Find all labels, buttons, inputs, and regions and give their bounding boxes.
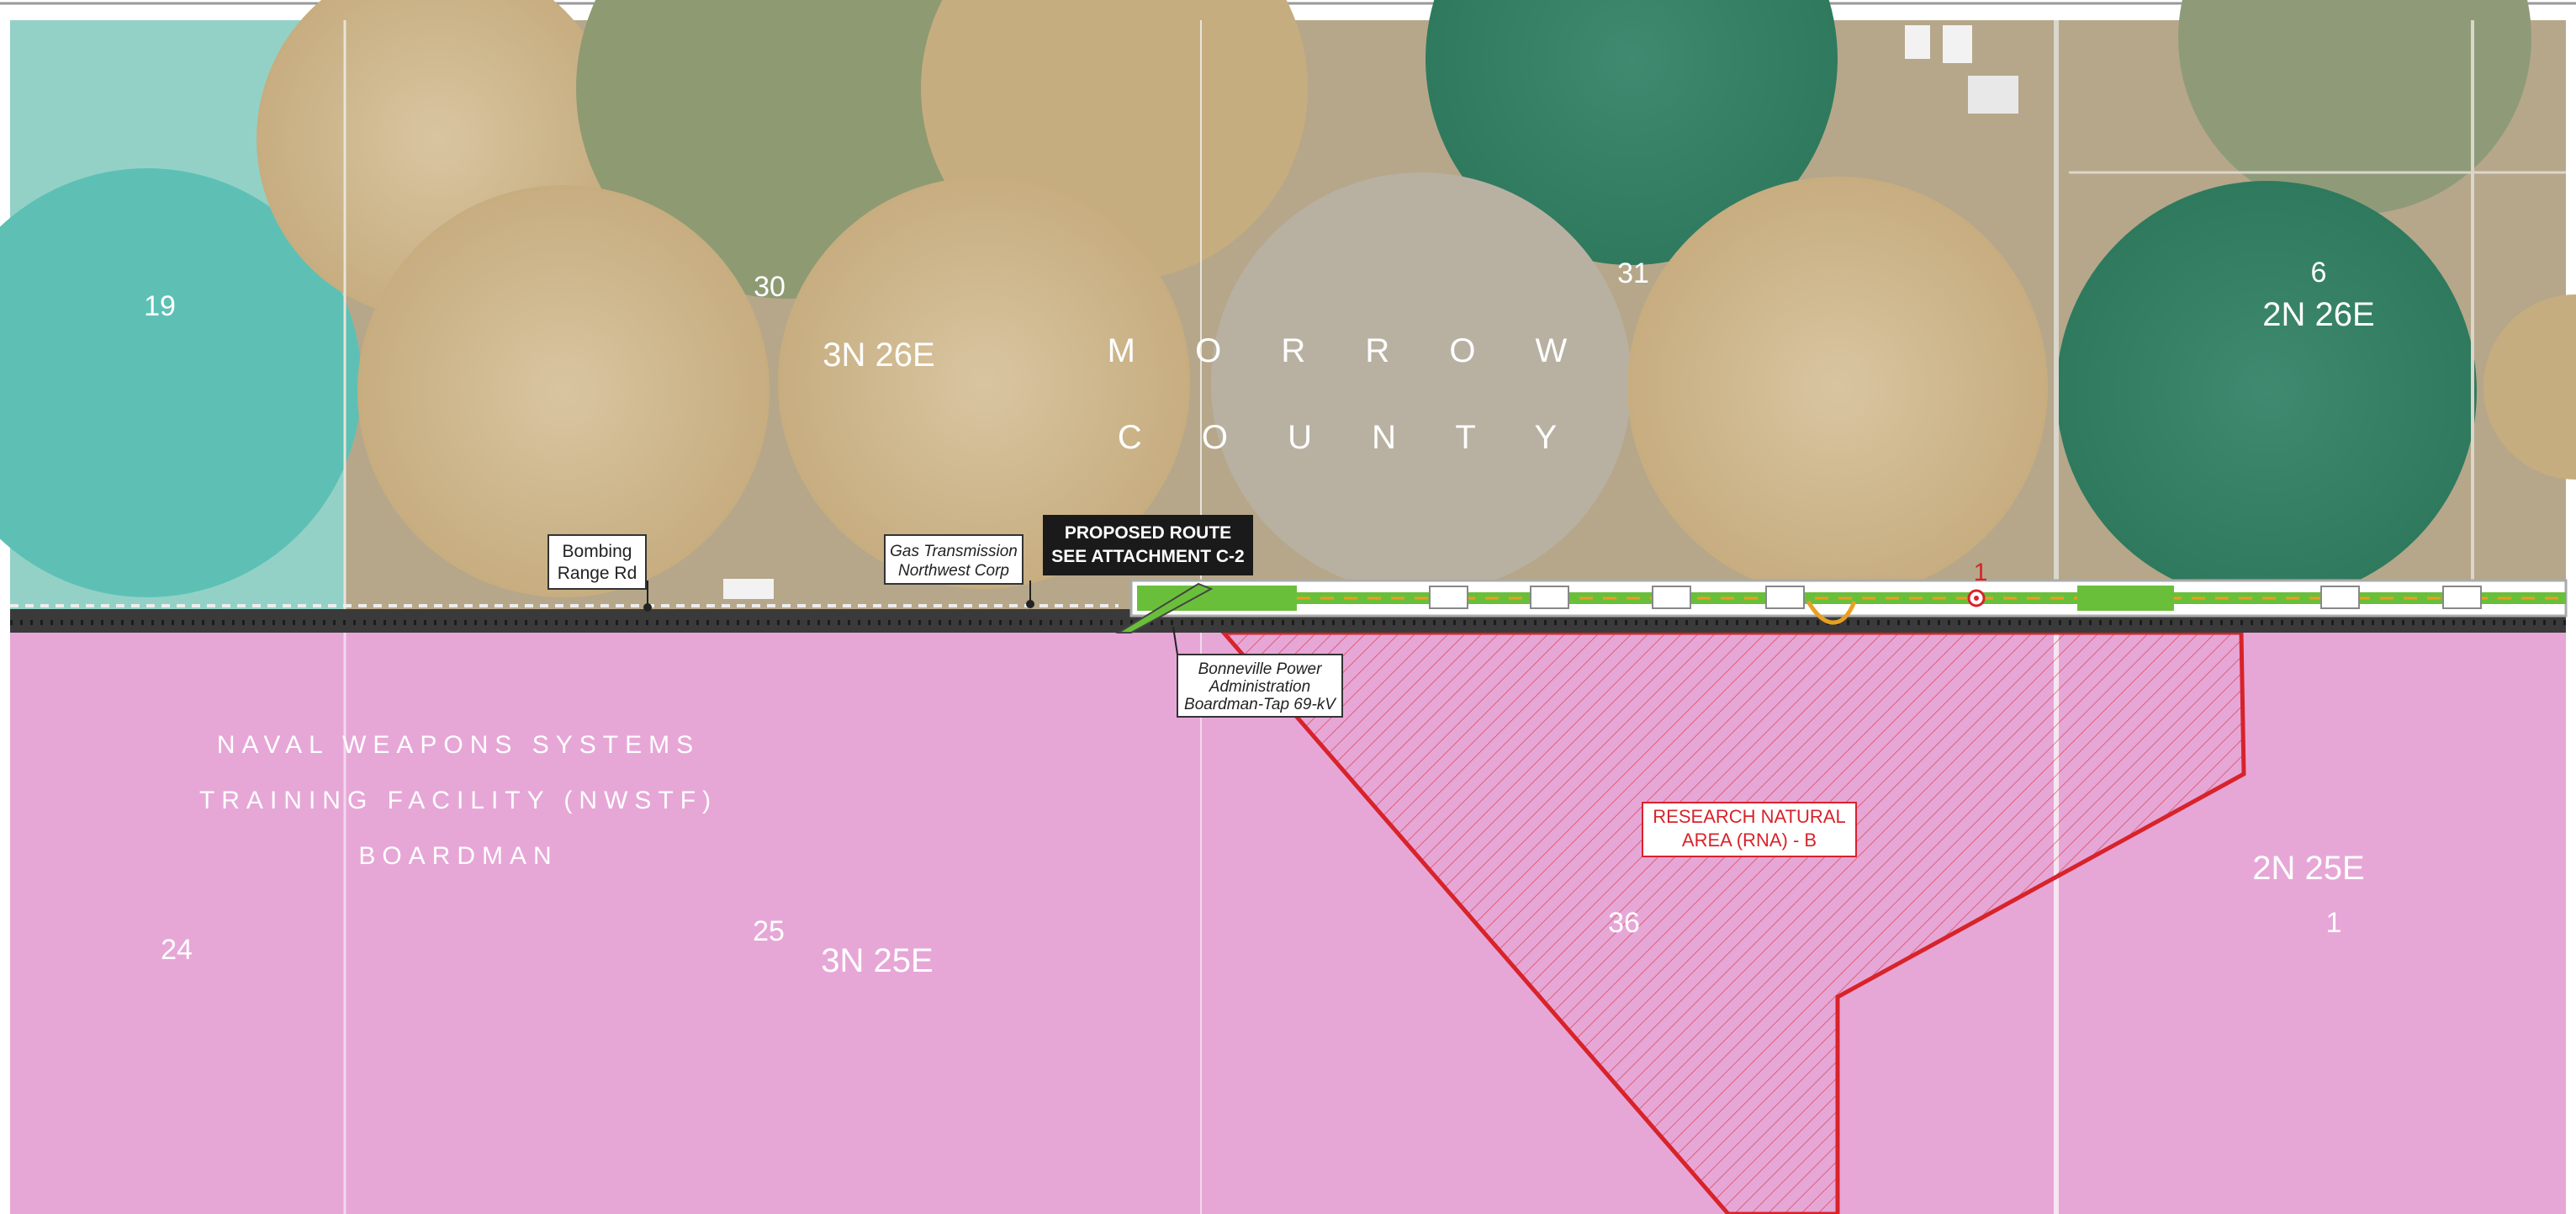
callout-rna[interactable]: RESEARCH NATURAL AREA (RNA) - B: [1642, 802, 1857, 857]
township-label: 2N 25E: [2252, 850, 2364, 887]
svg-text:Northwest Corp: Northwest Corp: [898, 562, 1009, 580]
township-label: 2N 26E: [2262, 296, 2374, 333]
svg-text:SEE ATTACHMENT C-2: SEE ATTACHMENT C-2: [1051, 547, 1244, 566]
svg-text:RESEARCH NATURAL: RESEARCH NATURAL: [1653, 806, 1845, 827]
svg-text:TRAINING FACILITY (NWSTF): TRAINING FACILITY (NWSTF): [199, 787, 717, 814]
township-label: 3N 25E: [821, 942, 933, 979]
section-label: 25: [753, 915, 785, 947]
section-label: 24: [161, 934, 193, 966]
county-label: M O R R O W C O U N T Y: [1108, 332, 1593, 456]
section-labels: 19 30 31 6 24 25 36 1: [144, 257, 2341, 966]
section-label: 30: [754, 271, 785, 303]
proposed-route[interactable]: [1115, 579, 2568, 634]
callout-bombing-range-rd[interactable]: Bombing Range Rd: [547, 534, 652, 612]
svg-text:PROPOSED ROUTE: PROPOSED ROUTE: [1065, 523, 1231, 543]
callout-proposed-route[interactable]: PROPOSED ROUTE SEE ATTACHMENT C-2: [1043, 515, 1253, 575]
route-marker-number: 1: [1974, 559, 1988, 586]
svg-text:Administration: Administration: [1209, 678, 1310, 696]
section-label: 36: [1608, 907, 1640, 939]
aerial-imagery: [0, 0, 2576, 609]
svg-text:C O U N T Y: C O U N T Y: [1118, 419, 1582, 456]
township-labels: 3N 26E 2N 26E 3N 25E 2N 25E: [821, 296, 2374, 979]
svg-text:Boardman-Tap 69-kV: Boardman-Tap 69-kV: [1184, 696, 1337, 713]
svg-text:M O R R O W: M O R R O W: [1108, 332, 1593, 369]
callout-bonneville[interactable]: Bonneville Power Administration Boardman…: [1172, 626, 1343, 718]
svg-text:Range Rd: Range Rd: [558, 564, 637, 583]
township-label: 3N 26E: [823, 337, 934, 374]
svg-text:Bonneville Power: Bonneville Power: [1198, 660, 1322, 678]
svg-text:Bombing: Bombing: [563, 542, 632, 561]
facility-label: NAVAL WEAPONS SYSTEMS TRAINING FACILITY …: [199, 731, 717, 870]
svg-text:BOARDMAN: BOARDMAN: [358, 842, 558, 870]
section-label: 6: [2311, 257, 2327, 289]
callout-gas-transmission[interactable]: Gas Transmission Northwest Corp: [884, 534, 1034, 608]
section-label: 31: [1617, 257, 1649, 289]
section-label: 1: [2326, 907, 2342, 939]
section-label: 19: [144, 290, 176, 322]
svg-text:Gas Transmission: Gas Transmission: [890, 543, 1018, 560]
svg-text:NAVAL WEAPONS SYSTEMS: NAVAL WEAPONS SYSTEMS: [217, 731, 700, 759]
svg-text:AREA (RNA) - B: AREA (RNA) - B: [1682, 830, 1817, 851]
